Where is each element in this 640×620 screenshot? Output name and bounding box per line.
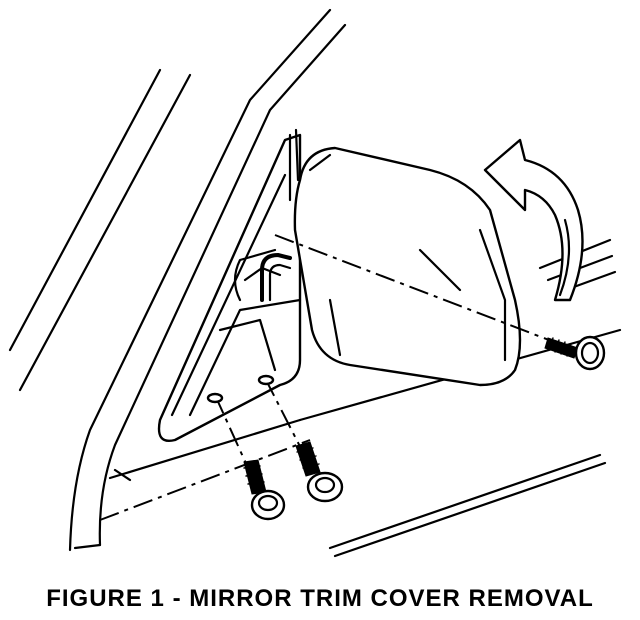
- trim-cover-screw-right: [295, 441, 344, 503]
- mirror-trim-cover-illustration: [8, 8, 622, 558]
- rotation-arrow-icon: [483, 138, 584, 302]
- figure-caption: FIGURE 1 - MIRROR TRIM COVER REMOVAL: [46, 585, 594, 612]
- mirror-housing: [288, 128, 522, 387]
- mirror-screw-right: [544, 335, 606, 371]
- mirror-clip: [260, 253, 292, 302]
- screw-holes: [206, 374, 275, 404]
- door-window-frame: [8, 8, 347, 552]
- mirror-base-trim-cover: [157, 133, 302, 442]
- trim-cover-screw-left: [243, 459, 286, 521]
